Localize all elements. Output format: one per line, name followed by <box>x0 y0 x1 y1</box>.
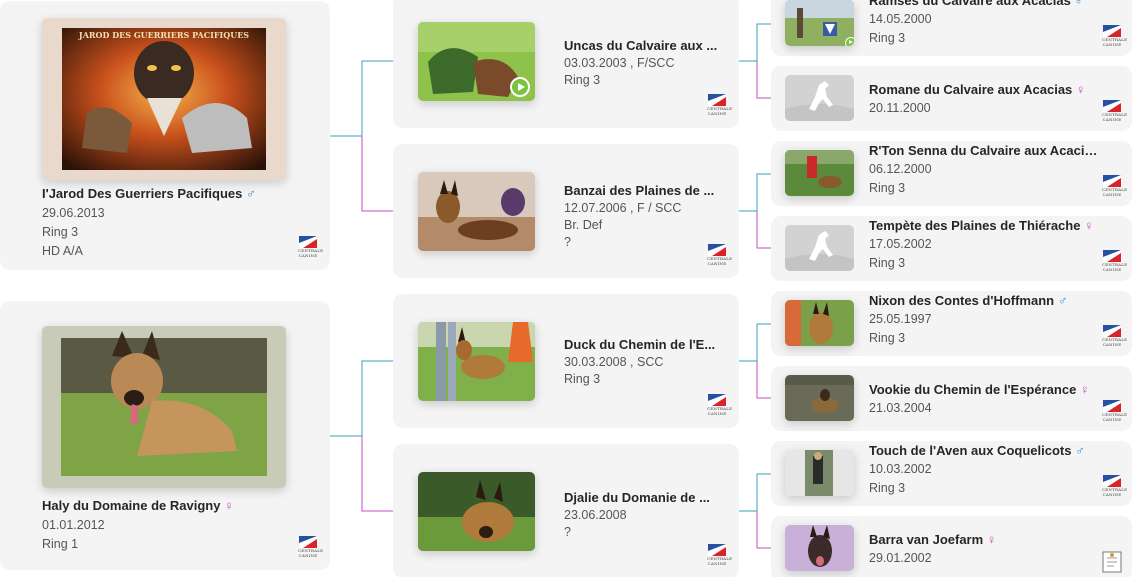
centrale-canine-logo-icon: CENTRALE CANINE <box>1102 25 1127 49</box>
sire-photo-caption: JAROD DES GUERRIERS PACIFIQUES <box>78 30 250 40</box>
gen2-title: Ring 3 <box>564 372 601 386</box>
dog-placeholder-icon <box>785 75 854 121</box>
gen3-photo[interactable] <box>785 300 854 346</box>
gen2-name[interactable]: Duck du Chemin de l'E... <box>564 337 716 352</box>
dog-placeholder-icon <box>785 225 854 271</box>
gen3-card-ramses[interactable]: Ramses du Calvaire aux Acacias ♂ 14.05.2… <box>771 0 1132 56</box>
gen2-photo[interactable] <box>418 172 535 251</box>
gen3-photo[interactable] <box>785 0 854 46</box>
gen3-name[interactable]: Romane du Calvaire aux Acacias ♀ <box>869 82 1086 97</box>
gen2-card-uncas[interactable]: Uncas du Calvaire aux ... 03.03.2003 , F… <box>393 0 739 128</box>
gen3-title: Ring 3 <box>869 481 906 495</box>
gen3-name[interactable]: Tempète des Plaines de Thiérache ♀ <box>869 218 1094 233</box>
gen2-birth-date: 12.07.2006 , F / SCC <box>564 201 682 215</box>
video-play-icon[interactable] <box>510 77 530 97</box>
gen3-title: Ring 3 <box>869 331 906 345</box>
gen3-birth-date: 14.05.2000 <box>869 12 932 26</box>
gen2-card-duck[interactable]: Duck du Chemin de l'E... 30.03.2008 , SC… <box>393 294 739 428</box>
male-symbol-icon: ♂ <box>1075 443 1085 458</box>
dam-card[interactable]: Haly du Domaine de Ravigny ♀ 01.01.2012 … <box>0 301 330 570</box>
gen3-photo[interactable] <box>785 375 854 421</box>
gen3-name[interactable]: Barra van Joefarm ♀ <box>869 532 997 547</box>
gen2-name[interactable]: Djalie du Domanie de ... <box>564 490 710 505</box>
gen2-card-banzai[interactable]: Banzai des Plaines de ... 12.07.2006 , F… <box>393 144 739 278</box>
gen3-name[interactable]: Vookie du Chemin de l'Espérance ♀ <box>869 382 1090 397</box>
gen3-name[interactable]: Touch de l'Aven aux Coquelicots ♂ <box>869 443 1085 458</box>
dam-birth-date: 01.01.2012 <box>42 518 105 532</box>
gen2-title: Br. Def <box>564 218 603 232</box>
female-symbol-icon: ♀ <box>1079 382 1090 397</box>
gen2-card-djalie[interactable]: Djalie du Domanie de ... 23.06.2008 ? CE… <box>393 444 739 577</box>
sire-name[interactable]: I'Jarod Des Guerriers Pacifiques ♂ <box>42 186 256 201</box>
female-symbol-icon: ♀ <box>1075 82 1086 97</box>
gen3-card-vookie[interactable]: Vookie du Chemin de l'Espérance ♀ 21.03.… <box>771 366 1132 431</box>
gen3-name[interactable]: Nixon des Contes d'Hoffmann ♂ <box>869 293 1068 308</box>
gen3-photo[interactable] <box>785 150 854 196</box>
dam-name[interactable]: Haly du Domaine de Ravigny ♀ <box>42 498 234 513</box>
gen2-birth-date: 03.03.2003 , F/SCC <box>564 56 675 70</box>
centrale-canine-logo-icon: CENTRALE CANINE <box>1102 400 1127 424</box>
gen2-photo[interactable] <box>418 322 535 401</box>
male-symbol-icon: ♂ <box>245 186 256 201</box>
gen3-birth-date: 21.03.2004 <box>869 401 932 415</box>
gen3-birth-date: 17.05.2002 <box>869 237 932 251</box>
gen2-extra: ? <box>564 235 571 249</box>
sire-birth-date: 29.06.2013 <box>42 206 105 220</box>
centrale-canine-logo-icon: CENTRALE CANINE <box>1102 100 1127 124</box>
gen3-photo[interactable] <box>785 450 854 496</box>
gen3-birth-date: 10.03.2002 <box>869 462 932 476</box>
gen3-photo[interactable] <box>785 525 854 571</box>
centrale-canine-logo-icon: CENTRALE CANINE <box>707 244 732 268</box>
gen3-card-rton[interactable]: R'Ton Senna du Calvaire aux Acacias ♂ 06… <box>771 141 1132 206</box>
gen3-card-nixon[interactable]: Nixon des Contes d'Hoffmann ♂ 25.05.1997… <box>771 291 1132 356</box>
centrale-canine-logo-icon: CENTRALE CANINE <box>298 236 323 260</box>
gen3-card-romane[interactable]: Romane du Calvaire aux Acacias ♀ 20.11.2… <box>771 66 1132 131</box>
sire-health: HD A/A <box>42 244 83 258</box>
gen3-title: Ring 3 <box>869 181 906 195</box>
sire-title: Ring 3 <box>42 225 79 239</box>
video-play-icon[interactable] <box>845 37 854 46</box>
centrale-canine-logo-icon: CENTRALE CANINE <box>1102 250 1127 274</box>
female-symbol-icon: ♀ <box>224 498 234 513</box>
sire-photo[interactable]: JAROD DES GUERRIERS PACIFIQUES <box>42 18 286 180</box>
gen3-card-barra[interactable]: Barra van Joefarm ♀ 29.01.2002 <box>771 516 1132 577</box>
gen2-photo[interactable] <box>418 472 535 551</box>
centrale-canine-logo-icon: CENTRALE CANINE <box>1102 175 1127 199</box>
gen2-title: Ring 3 <box>564 73 601 87</box>
gen3-birth-date: 06.12.2000 <box>869 162 932 176</box>
sire-card[interactable]: JAROD DES GUERRIERS PACIFIQUES I'Jarod D… <box>0 1 330 270</box>
dam-photo[interactable] <box>42 326 286 488</box>
gen3-birth-date: 20.11.2000 <box>869 101 931 115</box>
centrale-canine-logo-icon: CENTRALE CANINE <box>298 536 323 560</box>
gen3-birth-date: 25.05.1997 <box>869 312 932 326</box>
gen3-name[interactable]: R'Ton Senna du Calvaire aux Acacias ♂ <box>869 143 1099 158</box>
centrale-canine-logo-icon: CENTRALE CANINE <box>1102 325 1127 349</box>
kennel-club-logo-icon <box>1102 550 1122 574</box>
female-symbol-icon: ♀ <box>1084 218 1094 233</box>
centrale-canine-logo-icon: CENTRALE CANINE <box>707 394 732 418</box>
male-symbol-icon: ♂ <box>1057 293 1068 308</box>
gen2-photo[interactable] <box>418 22 535 101</box>
gen2-extra: ? <box>564 525 571 539</box>
gen3-card-touch[interactable]: Touch de l'Aven aux Coquelicots ♂ 10.03.… <box>771 441 1132 506</box>
female-symbol-icon: ♀ <box>986 532 997 547</box>
gen3-card-tempete[interactable]: Tempète des Plaines de Thiérache ♀ 17.05… <box>771 216 1132 281</box>
gen3-title: Ring 3 <box>869 256 906 270</box>
gen3-name[interactable]: Ramses du Calvaire aux Acacias ♂ <box>869 0 1099 10</box>
centrale-canine-logo-icon: CENTRALE CANINE <box>707 544 732 568</box>
male-symbol-icon: ♂ <box>1074 0 1085 8</box>
gen3-birth-date: 29.01.2002 <box>869 551 932 565</box>
gen2-birth-date: 23.06.2008 <box>564 508 627 522</box>
gen3-title: Ring 3 <box>869 31 906 45</box>
centrale-canine-logo-icon: CENTRALE CANINE <box>707 94 732 118</box>
centrale-canine-logo-icon: CENTRALE CANINE <box>1102 475 1127 499</box>
dam-title: Ring 1 <box>42 537 79 551</box>
gen2-name[interactable]: Uncas du Calvaire aux ... <box>564 38 718 53</box>
gen2-birth-date: 30.03.2008 , SCC <box>564 355 664 369</box>
gen2-name[interactable]: Banzai des Plaines de ... <box>564 183 715 198</box>
